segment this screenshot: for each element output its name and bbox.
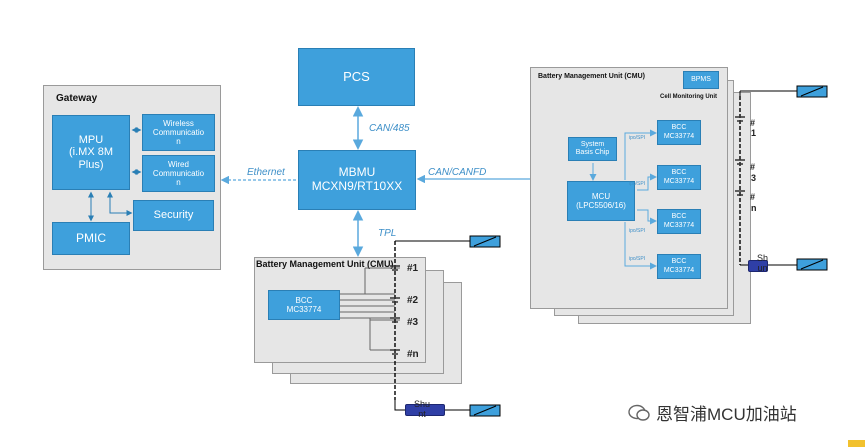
- cmu-large-cell-label-3: #: [750, 162, 756, 172]
- cmu-large-cell-label-6: n: [751, 203, 757, 213]
- mcu-bcc2-link: [637, 173, 657, 191]
- cell-monitoring-label: Cell Monitoring Unit: [660, 94, 717, 100]
- relay-icon-top-small: [469, 235, 501, 248]
- watermark: 恩智浦MCU加油站: [628, 400, 797, 425]
- small-cell-symbols: [390, 265, 400, 355]
- can485-label: CAN/485: [369, 123, 410, 134]
- cmu-small-cell-1: #1: [407, 263, 419, 274]
- cmu-small-bcc-line2: MC33774: [286, 305, 322, 314]
- cmu-large-bcc-4: BCC MC33774: [657, 254, 701, 279]
- mbmu-line1: MBMU: [338, 165, 376, 180]
- cmu-small-title: Battery Management Unit (CMU): [256, 259, 394, 269]
- cmu-large-bcc-3-line1: BCC: [671, 213, 687, 221]
- small-shunt: [405, 404, 445, 416]
- small-bcc-wiring: [340, 267, 400, 351]
- cmu-large-cell-label-4: 3: [751, 173, 757, 183]
- corner-mark: [848, 440, 865, 447]
- pcs-block: PCS: [298, 48, 415, 106]
- spi-label-2: ipo/SPI: [629, 181, 646, 187]
- mbmu-line2: MCXN9/RT10XX: [311, 179, 403, 193]
- spi-label-3: ipo/SPI: [629, 228, 646, 234]
- mpu-security-link: [107, 191, 133, 216]
- cmu-large-bcc-4-line1: BCC: [671, 258, 687, 266]
- wired-line1: Wired: [168, 159, 189, 169]
- cmu-large-bcc-2: BCC MC33774: [657, 165, 701, 190]
- bpms-label: BPMS: [691, 75, 711, 83]
- cmu-large-bcc-1-line2: MC33774: [663, 132, 695, 140]
- pmic-label: PMIC: [76, 230, 106, 245]
- mcu-bcc4-link: [624, 222, 657, 270]
- relay-icon-top-large: [796, 85, 828, 98]
- mbmu-block: MBMU MCXN9/RT10XX: [298, 150, 416, 210]
- wired-block: Wired Communicatio n: [142, 155, 215, 192]
- mcu-bcc3-link: [637, 209, 657, 225]
- security-label: Security: [153, 209, 194, 222]
- large-cell-symbols: [735, 116, 745, 196]
- cmu-large-bcc-2-line1: BCC: [671, 169, 687, 177]
- wireless-line3: n: [176, 137, 181, 147]
- cmu-small-cell-3: #3: [407, 317, 419, 328]
- wired-line2: Communicatio: [152, 168, 205, 178]
- cmu-large-cell-label-2: 1: [751, 128, 757, 138]
- spi-label-1: ipo/SPI: [629, 135, 646, 141]
- cmu-small-cell-n: #n: [407, 349, 419, 360]
- cmu-small-bcc-block: BCC MC33774: [268, 290, 340, 320]
- spi-label-4: ipo/SPI: [629, 256, 646, 262]
- pmic-block: PMIC: [52, 222, 130, 255]
- large-shunt-label: Sh un: [757, 253, 769, 274]
- ethernet-label: Ethernet: [247, 167, 285, 178]
- cmu-large-bcc-4-line2: MC33774: [663, 266, 695, 274]
- mcu-bcc1-link: [624, 129, 657, 180]
- bpms-block: BPMS: [683, 71, 719, 89]
- tpl-label: TPL: [378, 228, 397, 239]
- mpu-line1: MPU: [78, 133, 104, 146]
- mpu-block: MPU (i.MX 8M Plus): [52, 115, 130, 190]
- security-block: Security: [133, 200, 214, 231]
- cmu-small-cell-2: #2: [407, 295, 419, 306]
- sbc-block: System Basis Chip: [568, 137, 617, 161]
- relay-icon-bottom-small: [469, 404, 501, 417]
- cmu-large-bcc-3: BCC MC33774: [657, 209, 701, 234]
- wired-line3: n: [176, 178, 181, 188]
- small-shunt-label: Shu nt: [414, 399, 431, 420]
- wireless-line1: Wireless: [163, 118, 194, 128]
- mcu-line1: MCU: [591, 191, 611, 201]
- cmu-large-bcc-1-line1: BCC: [671, 124, 687, 132]
- canfd-label: CAN/CANFD: [428, 167, 487, 178]
- small-shunt-line1: Shu: [414, 399, 431, 409]
- mpu-line2: (i.MX 8M: [69, 146, 113, 159]
- mcu-line2: (LPC5506/16): [576, 201, 626, 210]
- cmu-large-cell-label-1: #: [750, 118, 756, 128]
- wireless-line2: Communicatio: [152, 127, 205, 137]
- gateway-title: Gateway: [56, 93, 98, 104]
- cmu-large-bcc-2-line2: MC33774: [663, 177, 695, 185]
- mcu-block: MCU (LPC5506/16): [567, 181, 635, 221]
- cmu-large-bcc-3-line2: MC33774: [663, 221, 695, 229]
- mpu-line3: Plus): [78, 158, 104, 171]
- cmu-large-cell-label-5: #: [750, 192, 756, 202]
- large-shunt: [748, 260, 768, 272]
- wechat-icon: [628, 404, 650, 421]
- cmu-large-title: Battery Management Unit (CMU): [538, 73, 645, 80]
- pcs-label: PCS: [343, 68, 370, 84]
- cmu-large-bcc-1: BCC MC33774: [657, 120, 701, 145]
- watermark-text: 恩智浦MCU加油站: [656, 405, 797, 424]
- large-shunt-line2: un: [757, 262, 768, 273]
- relay-icon-bottom-large: [796, 258, 828, 271]
- large-shunt-line1: Sh: [757, 253, 769, 263]
- small-shunt-line2: nt: [418, 408, 426, 419]
- sbc-line1: System: [580, 140, 605, 148]
- wireless-block: Wireless Communicatio n: [142, 114, 215, 151]
- sbc-line2: Basis Chip: [575, 149, 610, 156]
- cmu-small-bcc-line1: BCC: [295, 295, 313, 305]
